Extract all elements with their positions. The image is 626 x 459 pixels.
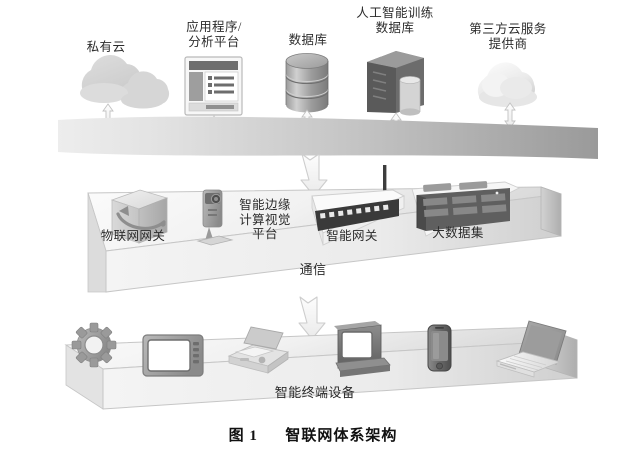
printer-icon (227, 326, 290, 374)
figure-caption-number: 图 1 (228, 428, 258, 444)
cube-gateway-icon (110, 189, 169, 244)
figure-caption-title: 智联网体系架构 (285, 428, 398, 444)
figure-caption: 图 1 智联网体系架构 (0, 424, 626, 445)
server-tower-icon (367, 51, 424, 116)
laptop-icon (495, 320, 567, 378)
server-rack-icon (411, 181, 521, 237)
down-arrow-band-to-platform (300, 153, 328, 197)
camera-icon (196, 189, 234, 246)
database-cylinder-icon (285, 53, 329, 113)
app-window-icon (184, 56, 243, 116)
double-cloud-icon (80, 55, 170, 109)
cloud-icon (477, 62, 537, 107)
communication-band (58, 116, 598, 159)
smartphone-icon (427, 324, 452, 372)
router-icon (311, 165, 406, 246)
crt-monitor-icon (334, 321, 391, 377)
gear-icon (71, 322, 117, 368)
appliance-screen-icon (142, 334, 204, 377)
down-arrow-platform-to-terminal (298, 296, 326, 340)
